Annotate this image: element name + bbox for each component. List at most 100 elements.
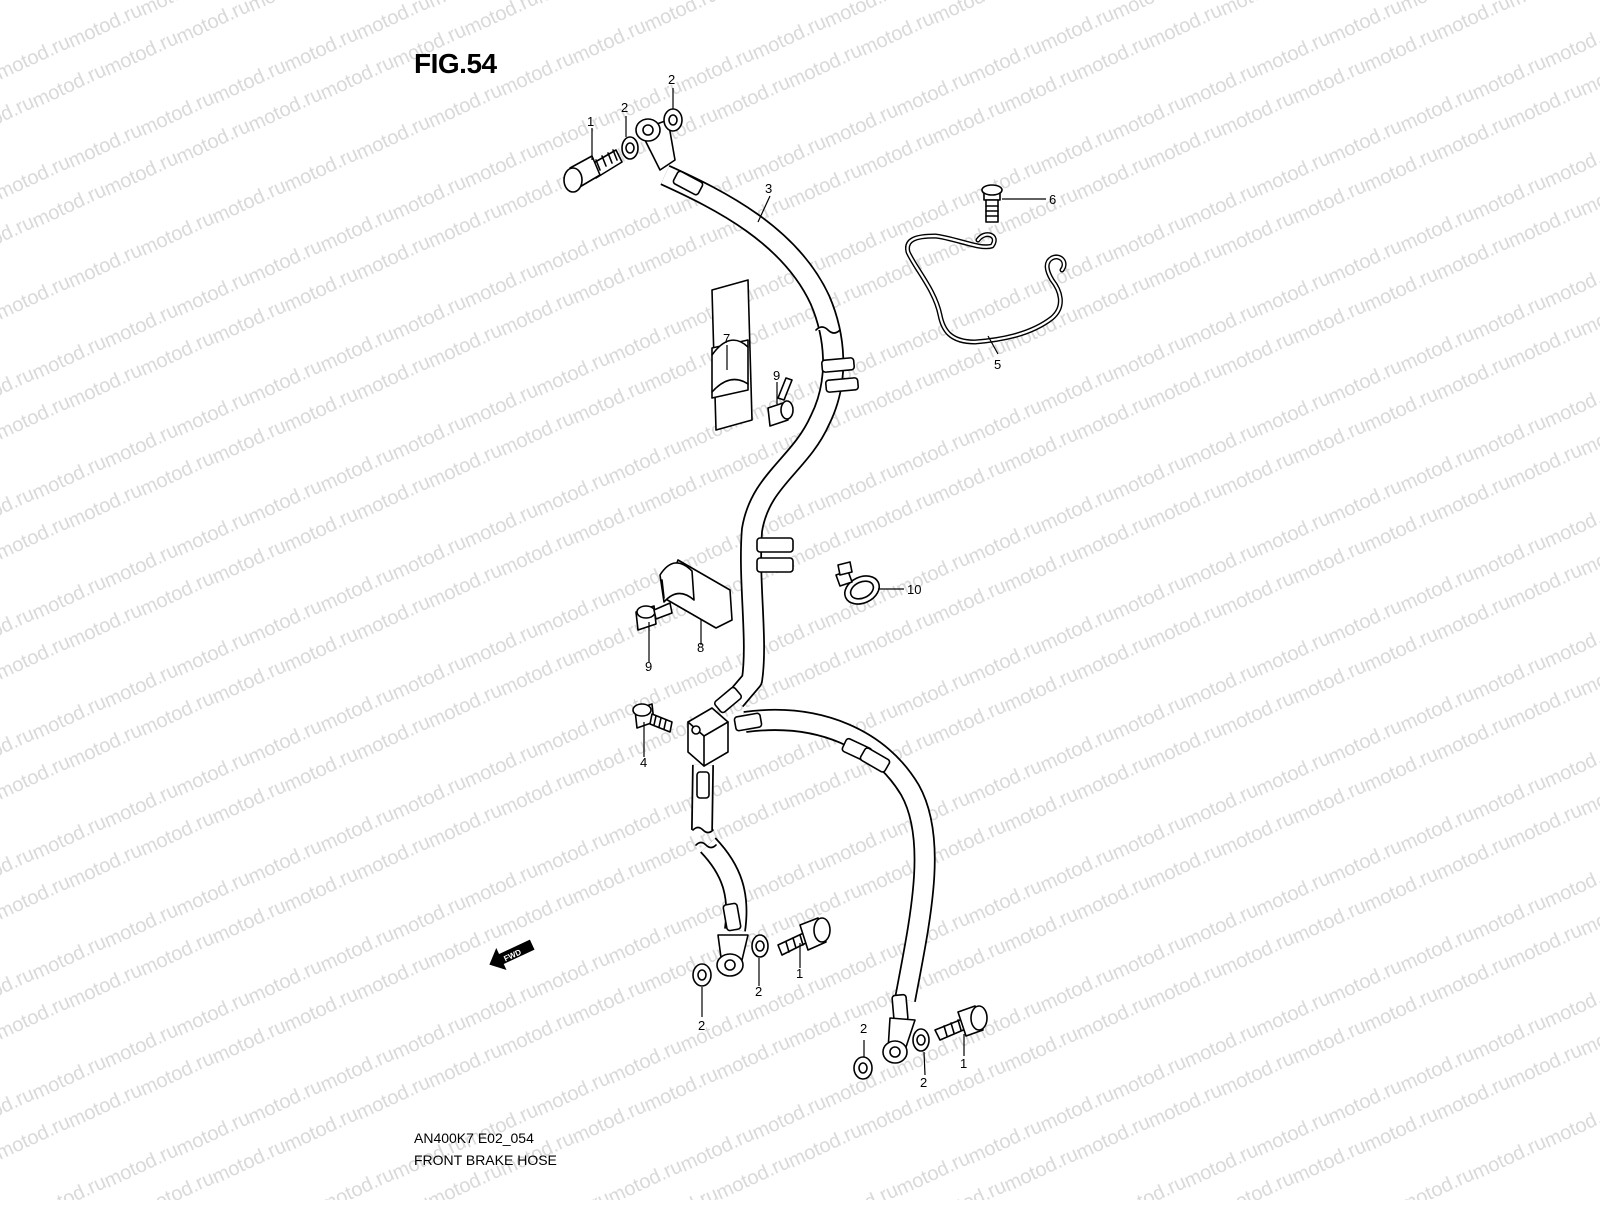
watermark-text: motod.ru xyxy=(1505,319,1586,372)
watermark-text: motod.ru xyxy=(785,519,866,572)
watermark-text: motod.ru xyxy=(785,999,866,1052)
watermark-text: motod.ru xyxy=(425,679,506,732)
watermark-text: motod.ru xyxy=(497,287,578,340)
watermark-text: motod.ru xyxy=(1001,903,1082,956)
watermark-text: motod.ru xyxy=(1505,79,1586,132)
watermark-text: motod.ru xyxy=(1001,183,1082,236)
diagram-title: FRONT BRAKE HOSE xyxy=(414,1152,557,1168)
watermark-text: motod.ru xyxy=(1145,959,1226,1012)
watermark-text: motod.ru xyxy=(281,143,362,196)
watermark-text: motod.ru xyxy=(1289,175,1370,228)
watermark-text: motod.ru xyxy=(713,1031,794,1084)
watermark-text: motod.ru xyxy=(281,743,362,796)
leader-lines xyxy=(591,88,1046,1076)
watermark-text: motod.ru xyxy=(929,0,1010,29)
watermark-text: motod.ru xyxy=(497,767,578,820)
watermark-text: motod.ru xyxy=(1361,623,1442,676)
watermark-text: motod.ru xyxy=(1217,807,1298,860)
callout-5: 5 xyxy=(994,357,1001,372)
watermark-text: motod.ru xyxy=(569,975,650,1028)
watermark-text: motod.ru xyxy=(1433,1071,1514,1124)
hose-clamp-upper xyxy=(711,279,753,431)
watermark-text: motod.ru xyxy=(1505,0,1586,13)
watermark-text: motod.ru xyxy=(533,1187,614,1200)
watermark-text: motod.ru xyxy=(1217,0,1298,21)
watermark-text: motod.ru xyxy=(785,1119,866,1172)
three-way-joint xyxy=(687,707,729,767)
watermark-text: motod.ru xyxy=(1433,591,1514,644)
watermark-text: motod.ru xyxy=(1433,231,1514,284)
watermark-text: motod.ru xyxy=(29,179,110,232)
watermark-text: motod.ru xyxy=(0,391,74,444)
watermark-text: motod.ru xyxy=(569,855,650,908)
callout-7: 7 xyxy=(723,331,730,346)
watermark-text: motod.ru xyxy=(209,1135,290,1188)
watermark-text: motod.ru xyxy=(1217,327,1298,380)
callout-1: 1 xyxy=(796,966,803,981)
watermark-text: motod.ru xyxy=(857,247,938,300)
watermark-text: motod.ru xyxy=(641,463,722,516)
watermark-text: motod.ru xyxy=(137,687,218,740)
watermark-text: motod.ru xyxy=(1541,859,1600,912)
watermark-text: motod.ru xyxy=(713,791,794,844)
watermark-text: motod.ru xyxy=(1289,895,1370,948)
callout-2: 2 xyxy=(621,100,628,115)
hose-guide-wire xyxy=(904,232,1067,345)
watermark-text: motod.ru xyxy=(137,1047,218,1100)
callout-2: 2 xyxy=(920,1075,927,1090)
watermark-text: motod.ru xyxy=(281,1103,362,1156)
hose-ferrules xyxy=(672,170,909,1023)
callout-8: 8 xyxy=(697,640,704,655)
watermark-text: motod.ru xyxy=(1541,259,1600,312)
watermark-text: motod.ru xyxy=(1145,839,1226,892)
watermark-text: motod.ru xyxy=(137,327,218,380)
watermark-text: motod.ru xyxy=(1433,0,1514,45)
watermark-text: motod.ru xyxy=(1505,919,1586,972)
watermark-text: motod.ru xyxy=(425,559,506,612)
watermark-text: motod.ru xyxy=(137,207,218,260)
watermark-text: motod.ru xyxy=(209,895,290,948)
watermark-text: motod.ru xyxy=(641,223,722,276)
watermark-text: motod.ru xyxy=(569,255,650,308)
watermark-text: motod.ru xyxy=(641,343,722,396)
watermark-text: motod.ru xyxy=(1289,535,1370,588)
watermark-text: motod.ru xyxy=(1289,655,1370,708)
callout-3: 3 xyxy=(765,181,772,196)
watermark-text: motod.ru xyxy=(497,47,578,100)
watermark-text: motod.ru xyxy=(1541,19,1600,72)
watermark-text: motod.ru xyxy=(1145,0,1226,53)
front-brake-hose-upper xyxy=(660,164,845,708)
watermark-text: motod.ru xyxy=(1073,31,1154,84)
watermark-text: motod.ru xyxy=(1217,87,1298,140)
watermark-text: motod.ru xyxy=(353,111,434,164)
watermark-text: motod.ru xyxy=(1145,1079,1226,1132)
watermark-text: motod.ru xyxy=(1541,739,1600,792)
watermark-text: motod.ru xyxy=(1073,871,1154,924)
watermark-text: motod.ru xyxy=(1289,775,1370,828)
union-bolt-right xyxy=(934,1005,988,1041)
front-brake-hose-right xyxy=(743,708,936,1003)
watermark-text: motod.ru xyxy=(1361,383,1442,436)
callout-2: 2 xyxy=(668,72,675,87)
watermark-text: motod.ru xyxy=(245,0,326,17)
callout-2: 2 xyxy=(698,1018,705,1033)
watermark-text: motod.ru xyxy=(1145,719,1226,772)
watermark-text: motod.ru xyxy=(65,239,146,292)
watermark-text: motod.ru xyxy=(1109,1171,1190,1200)
hose-clamp-lower xyxy=(659,559,733,629)
watermark-text: motod.ru xyxy=(353,711,434,764)
watermark-text: motod.ru xyxy=(1541,1099,1600,1152)
watermark-text: motod.ru xyxy=(0,751,74,804)
watermark-text: motod.ru xyxy=(353,591,434,644)
watermark-text: motod.ru xyxy=(497,887,578,940)
watermark-text: motod.ru xyxy=(1433,831,1514,884)
watermark-text: motod.ru xyxy=(1505,439,1586,492)
watermark-text: motod.ru xyxy=(353,831,434,884)
watermark-text: motod.ru xyxy=(1433,111,1514,164)
watermark-text: motod.ru xyxy=(137,807,218,860)
watermark-text: motod.ru xyxy=(569,735,650,788)
watermark-text: motod.ru xyxy=(1001,783,1082,836)
watermark-text: motod.ru xyxy=(497,407,578,460)
watermark-text: motod.ru xyxy=(1469,1131,1550,1184)
fwd-label: FWD xyxy=(502,947,523,963)
